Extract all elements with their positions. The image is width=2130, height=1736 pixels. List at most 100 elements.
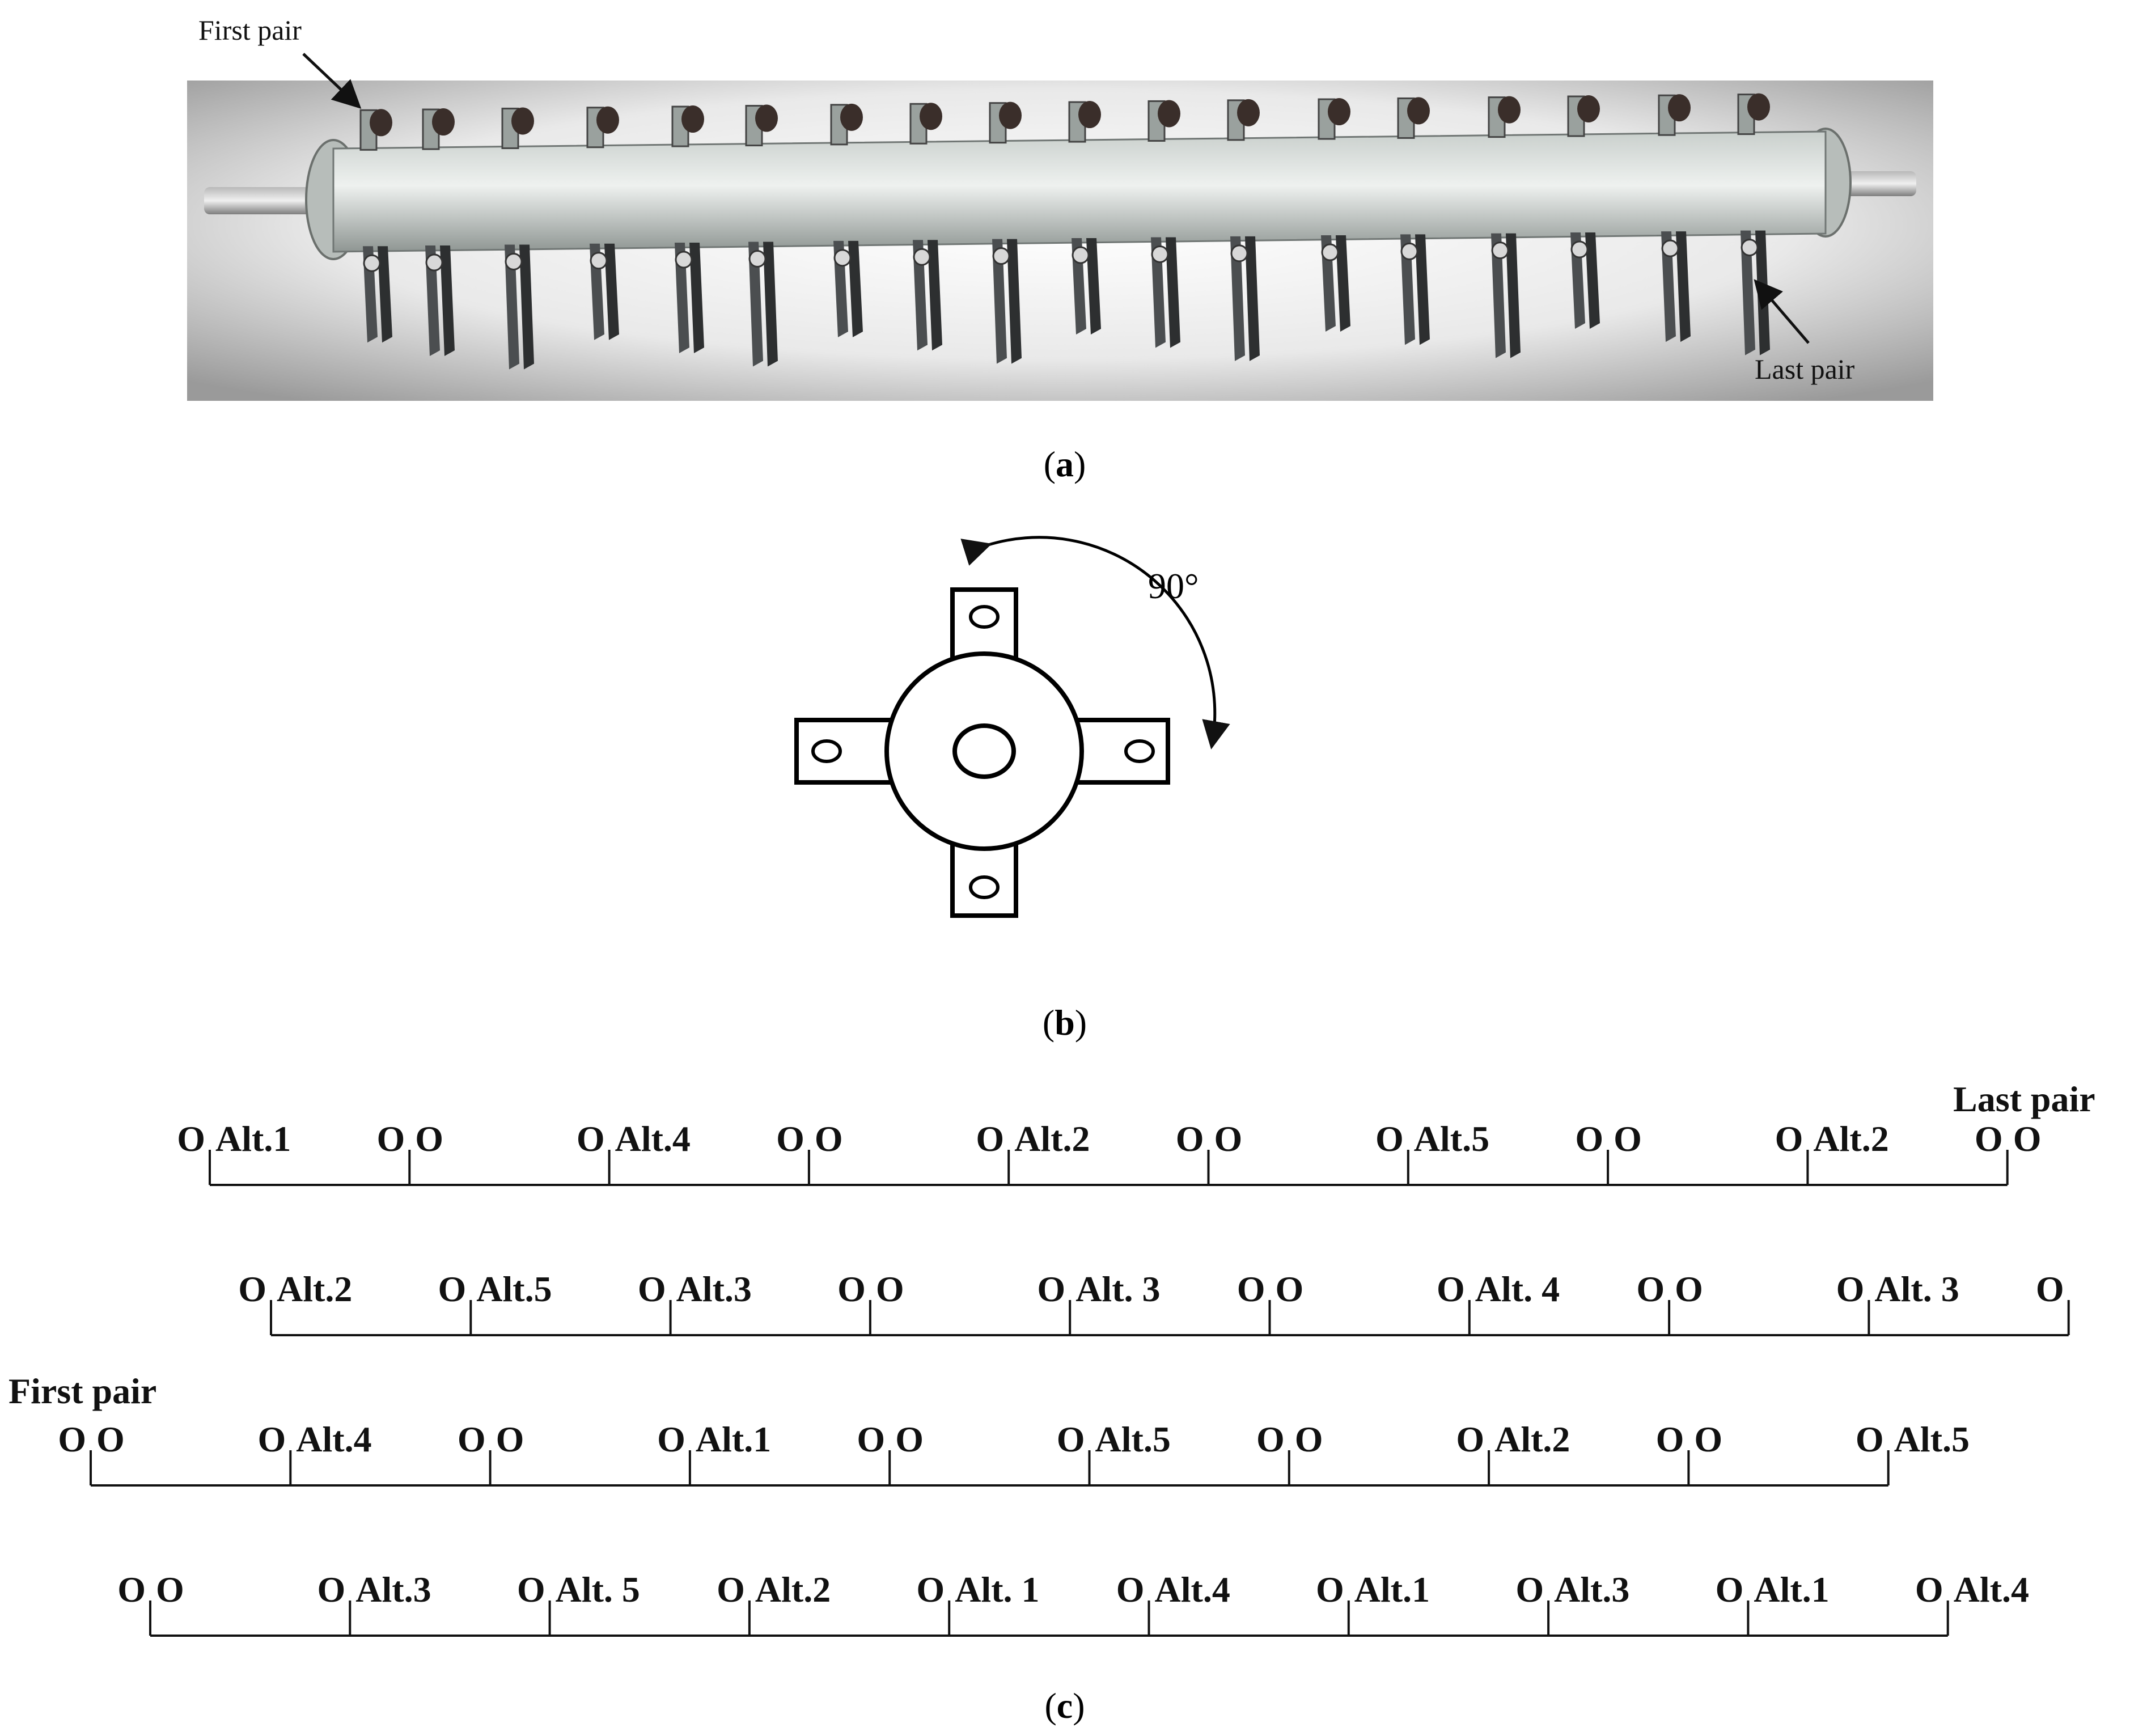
blade-position-marker: O (1515, 1569, 1544, 1610)
alternative-label: Alt.2 (1494, 1419, 1570, 1459)
panel-b: 90° (b) (794, 536, 1230, 1043)
blade (928, 240, 942, 351)
alternative-label: Alt.1 (1354, 1569, 1430, 1610)
rotor-left-shaft (204, 187, 329, 214)
alternative-label: Alt. 3 (1075, 1269, 1160, 1309)
blade-position-marker: O (1716, 1569, 1744, 1610)
alternative-label: Alt. 4 (1475, 1269, 1560, 1309)
blade (1230, 236, 1245, 361)
blade-holder (1068, 101, 1101, 143)
lug-left-hole (811, 739, 842, 763)
alternative-label: Alt.2 (1014, 1119, 1090, 1159)
blade (848, 240, 863, 337)
rotor-blades (359, 93, 1770, 370)
blade (992, 239, 1007, 364)
rotation-arc-arrow (960, 536, 1230, 750)
blade-holder (909, 103, 942, 145)
first-pair-row-label: First pair (9, 1371, 156, 1411)
blade-bolt (1321, 243, 1339, 261)
blade-bolt (505, 252, 523, 270)
blade-bolt (1151, 245, 1169, 263)
blade-position-marker: O (317, 1569, 346, 1610)
blade-position-marker: O (1116, 1569, 1145, 1610)
alternative-label: Alt.1 (215, 1119, 291, 1159)
alternative-label: Alt. 5 (556, 1569, 640, 1610)
blade-position-marker: O (1256, 1419, 1285, 1459)
blade-position-marker: O (1276, 1269, 1304, 1309)
alternative-label: Alt.4 (1155, 1569, 1230, 1610)
first-pair-arrow (302, 53, 362, 109)
blade-position-marker: O (1176, 1119, 1204, 1159)
blade-bolt (1072, 246, 1090, 264)
blade-holder (422, 108, 455, 150)
lug-bottom-hole (969, 875, 1000, 899)
blade-position-marker: O (1057, 1419, 1085, 1459)
blade-holder (830, 103, 863, 146)
blade-position-marker: O (258, 1419, 286, 1459)
blade (1741, 230, 1755, 355)
blade-holder (1147, 100, 1180, 142)
blade-holder (671, 105, 704, 147)
blade-position-marker: O (876, 1269, 904, 1309)
lug-top-hole (969, 605, 1000, 629)
alternative-label: Alt. 1 (955, 1569, 1039, 1610)
alternative-label: Alt.2 (755, 1569, 831, 1610)
blade-bolt (748, 250, 767, 268)
blade-bolt (1230, 244, 1248, 262)
blade-position-marker: O (657, 1419, 685, 1459)
blade-bolt (363, 254, 381, 272)
first-pair-label: First pair (198, 14, 302, 46)
blade-position-marker: O (517, 1569, 545, 1610)
blade-position-marker: O (1214, 1119, 1243, 1159)
blade-bolt (675, 251, 693, 269)
blade-bolt (1570, 240, 1589, 259)
blade (1400, 234, 1415, 345)
alternative-label: Alt.2 (1813, 1119, 1888, 1159)
blade-position-marker: O (238, 1269, 266, 1309)
blade (1585, 232, 1600, 329)
blade (1415, 234, 1430, 345)
alternative-label: Alt.3 (355, 1569, 431, 1610)
blade-bolt (992, 247, 1010, 265)
blade-position-marker: O (96, 1419, 125, 1459)
blade-position-marker: O (377, 1119, 405, 1159)
alternative-label: Alt.1 (1754, 1569, 1829, 1610)
blade-position-marker: O (895, 1419, 924, 1459)
blade (748, 242, 763, 367)
alternative-label: Alt.5 (1894, 1419, 1970, 1459)
blade (913, 240, 928, 351)
blade-position-marker: O (638, 1269, 666, 1309)
alternative-label: Alt.1 (696, 1419, 771, 1459)
blade-position-marker: O (1636, 1269, 1665, 1309)
blade (1676, 231, 1691, 342)
caption-a: (a) (1044, 444, 1086, 484)
blade-holder (1488, 96, 1521, 138)
blade (689, 243, 704, 354)
blade-position-marker: O (1856, 1419, 1884, 1459)
angle-label: 90° (1148, 566, 1199, 606)
blade (519, 244, 534, 370)
blade (1336, 235, 1350, 332)
blade-position-marker: O (1437, 1269, 1465, 1309)
blade-holder (1318, 98, 1350, 140)
blade-position-marker: O (117, 1569, 146, 1610)
blade-position-marker: O (776, 1119, 804, 1159)
alternative-label: Alt.5 (1414, 1119, 1489, 1159)
blade-bolt (1491, 242, 1509, 260)
blade (1491, 233, 1506, 358)
blade-holder (501, 107, 534, 149)
blade-position-marker: O (2036, 1269, 2064, 1309)
blade-position-marker: O (1836, 1269, 1865, 1309)
alternative-label: Alt.4 (296, 1419, 371, 1459)
blade-bolt (1661, 239, 1679, 257)
rotor-tube (332, 130, 1827, 253)
blade (763, 242, 778, 367)
blade-position-marker: O (577, 1119, 605, 1159)
blade-position-marker: O (1694, 1419, 1722, 1459)
